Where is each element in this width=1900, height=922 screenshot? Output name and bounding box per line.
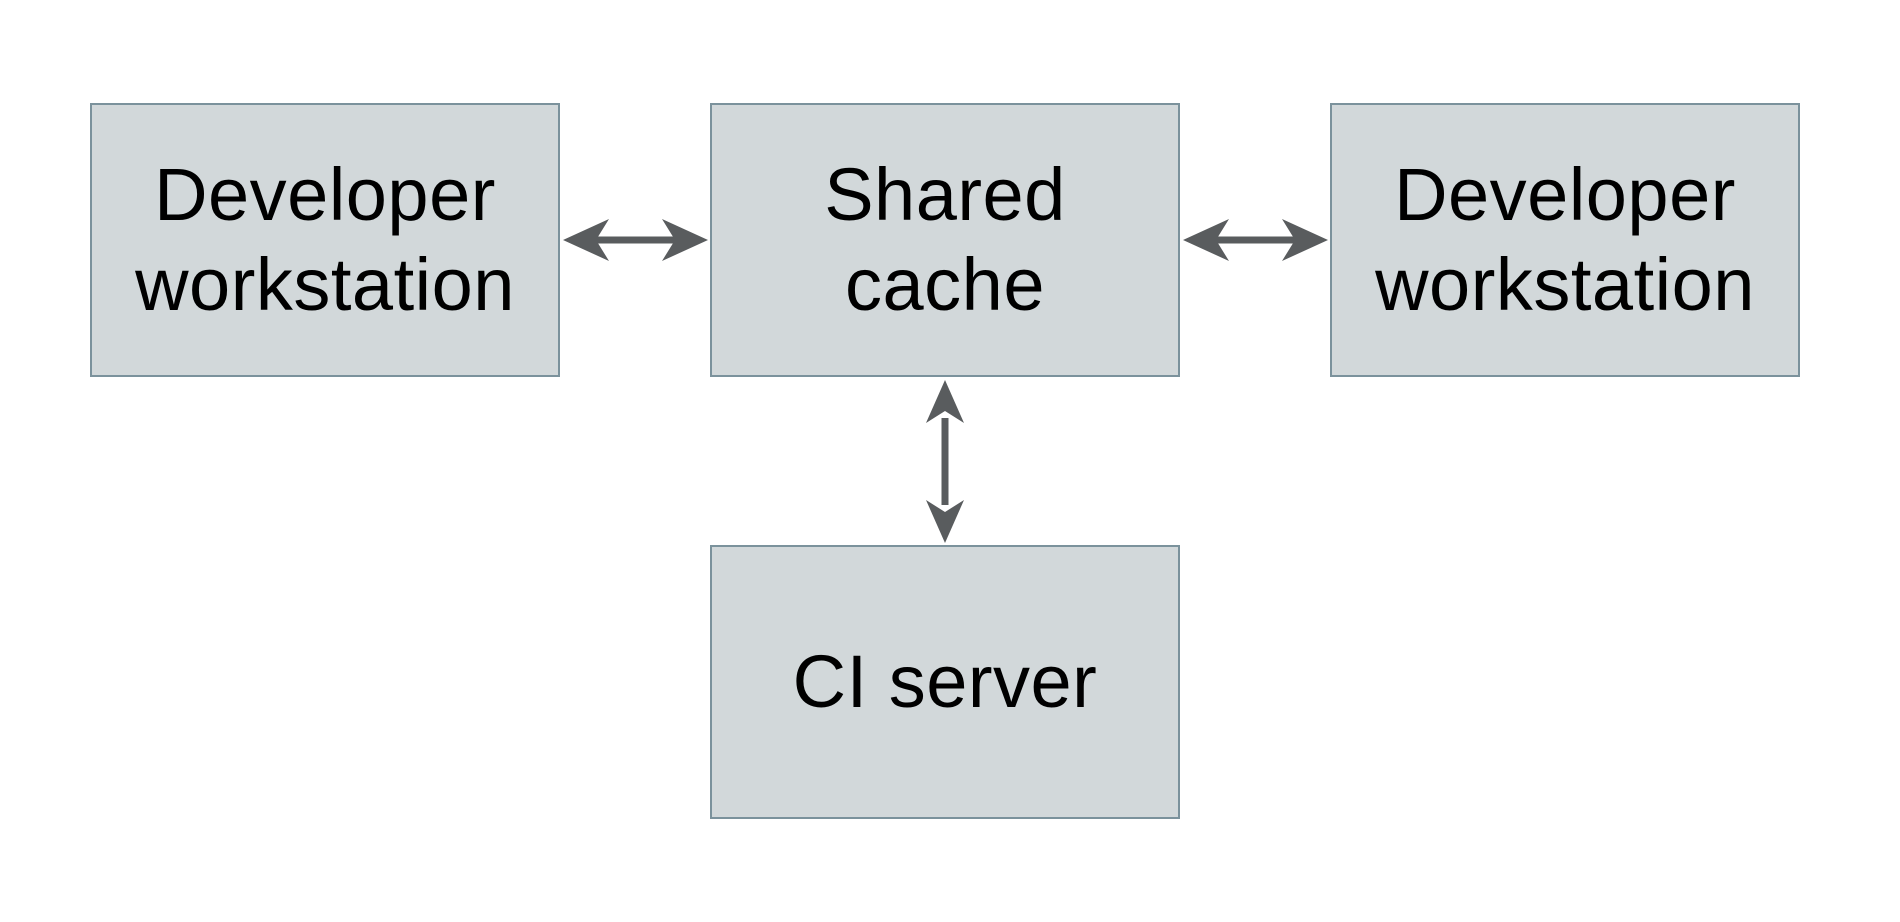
double-arrow-left-workstation-cache xyxy=(563,219,708,261)
node-label-line: cache xyxy=(845,243,1045,326)
node-label-line: Developer xyxy=(154,152,496,236)
node-shared-cache: Shared cache xyxy=(710,103,1180,377)
node-developer-workstation-left: Developer workstation xyxy=(90,103,560,377)
node-ci-server: CI server xyxy=(710,545,1180,819)
node-label-line: CI server xyxy=(792,639,1098,723)
node-label-line: workstation xyxy=(1375,243,1755,326)
node-label-line: Shared xyxy=(824,152,1066,236)
node-label-line: Developer xyxy=(1394,152,1736,236)
node-label: Developer workstation xyxy=(1375,150,1755,331)
node-label: CI server xyxy=(793,637,1098,727)
node-label: Developer workstation xyxy=(135,150,515,331)
node-label: Shared cache xyxy=(824,150,1066,331)
double-arrow-cache-ci-server xyxy=(926,380,964,543)
node-label-line: workstation xyxy=(135,243,515,326)
double-arrow-cache-right-workstation xyxy=(1183,219,1328,261)
node-developer-workstation-right: Developer workstation xyxy=(1330,103,1800,377)
